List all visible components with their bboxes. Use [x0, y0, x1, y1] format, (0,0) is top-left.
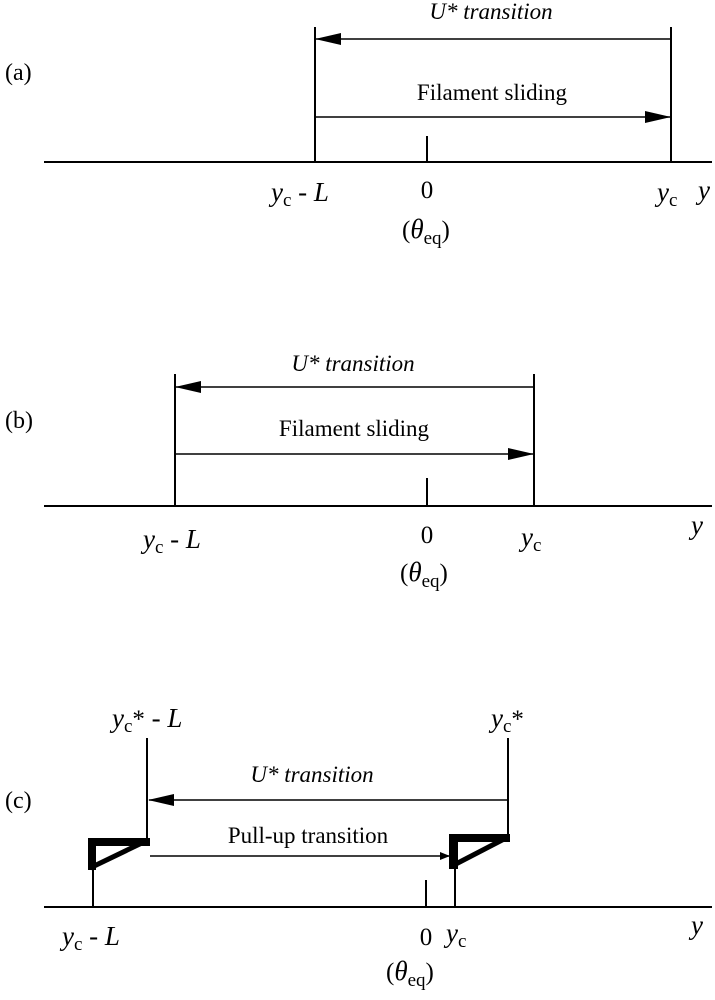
- panel-c-tick-right-label: yc: [443, 918, 466, 952]
- panel-c-top-caption: U* transition: [250, 762, 373, 787]
- panel-a-axis-var: y: [695, 175, 710, 205]
- panel-c: (c) U* transition Pull-up transition yc*…: [5, 703, 712, 991]
- panel-b-tick-right-label: yc: [518, 522, 541, 556]
- panel-a-tick-right-label: yc: [654, 177, 677, 211]
- panel-a-bottom-caption: Filament sliding: [417, 80, 568, 105]
- panel-b-bottom-caption: Filament sliding: [279, 416, 430, 441]
- panel-c-upper-right-label: yc*: [488, 703, 524, 737]
- panel-b-tick-zero-label: 0: [421, 522, 434, 549]
- panel-a-label: (a): [5, 60, 32, 86]
- panel-a-top-caption: U* transition: [429, 0, 552, 24]
- panel-c-top-caption-text: U* transition: [250, 762, 373, 787]
- panel-b-tick-left-label: yc - L: [140, 524, 201, 558]
- panel-a: (a) U* transition Filament sliding yc - …: [5, 0, 712, 249]
- panel-c-upper-left-label: yc* - L: [109, 703, 182, 737]
- panel-b-axis-var: y: [688, 510, 703, 540]
- panel-b-top-caption-text: U* transition: [291, 351, 414, 376]
- panel-b-label: (b): [5, 408, 33, 434]
- panel-b: (b) U* transition Filament sliding yc - …: [5, 351, 712, 592]
- panel-a-tick-left-label: yc - L: [268, 177, 329, 211]
- panel-c-theta-label: (θeq): [386, 956, 434, 991]
- panel-a-theta-label: (θeq): [402, 214, 450, 249]
- panel-c-tick-zero-label: 0: [420, 924, 433, 951]
- panel-a-top-caption-text: U* transition: [429, 0, 552, 24]
- panel-a-tick-zero-label: 0: [421, 177, 434, 204]
- panel-c-axis-var: y: [688, 910, 703, 940]
- panel-b-theta-label: (θeq): [400, 557, 448, 592]
- panel-c-label: (c): [5, 788, 32, 814]
- panel-c-bottom-caption: Pull-up transition: [228, 823, 389, 848]
- panel-c-tick-left-label: yc - L: [59, 921, 120, 955]
- panel-b-top-caption: U* transition: [291, 351, 414, 376]
- panel-c-left-filament-triangle: [88, 838, 150, 871]
- panel-c-right-filament-triangle: [449, 834, 510, 869]
